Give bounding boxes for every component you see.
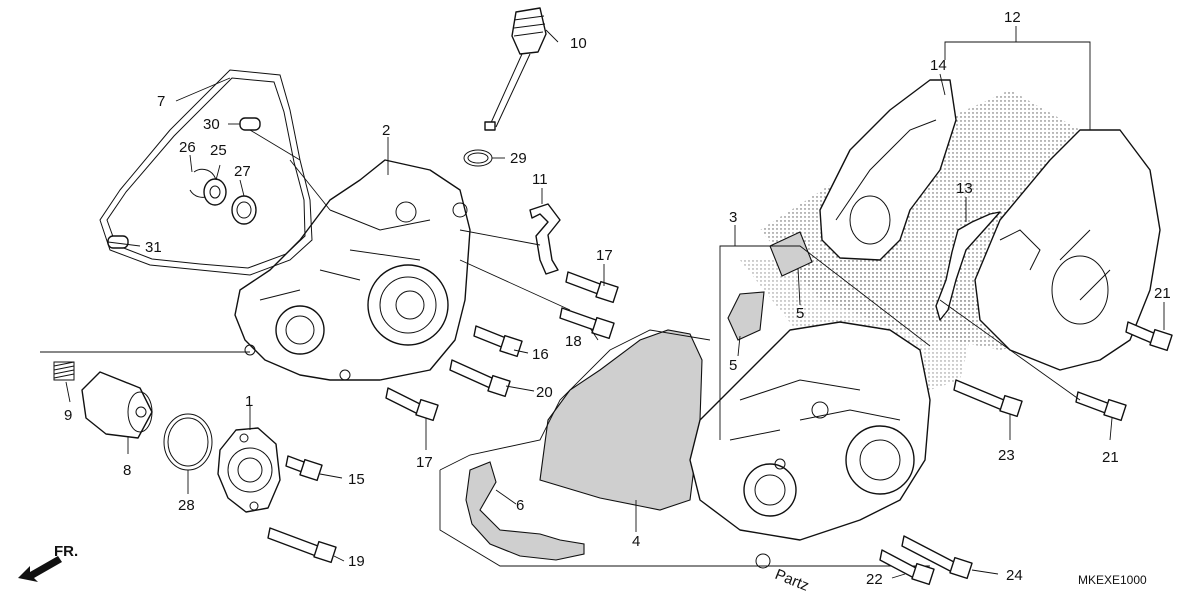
callout-22: 22 <box>866 571 883 588</box>
cover-12 <box>974 129 1161 371</box>
bolt-22 <box>879 549 935 586</box>
pad-5-upper <box>769 231 813 277</box>
callout-7: 7 <box>157 93 165 110</box>
left-crankcase-cover <box>234 159 471 381</box>
oil-filter-8 <box>81 371 153 439</box>
callout-1: 1 <box>245 393 253 410</box>
callout-17-upper: 17 <box>596 247 613 264</box>
gasket-dowel-30 <box>239 117 261 131</box>
callout-28: 28 <box>178 497 195 514</box>
callout-8: 8 <box>123 462 131 479</box>
watermark: Partz <box>755 553 812 595</box>
callout-21-upper: 21 <box>1154 285 1171 302</box>
bolt-16 <box>473 325 523 358</box>
oil-filter-spring-9 <box>53 361 75 381</box>
callout-13: 13 <box>956 180 973 197</box>
callout-10: 10 <box>570 35 587 52</box>
bolt-23 <box>953 379 1023 418</box>
leader-lines <box>40 26 1165 579</box>
callout-4: 4 <box>632 533 640 550</box>
callout-18: 18 <box>565 333 582 350</box>
front-direction-arrow: FR. <box>18 543 78 582</box>
bracket-13 <box>935 211 1001 321</box>
cover-14 <box>819 79 957 261</box>
callout-20: 20 <box>536 384 553 401</box>
callout-17-lower: 17 <box>416 454 433 471</box>
bolt-21-lower <box>1075 391 1127 422</box>
callout-19: 19 <box>348 553 365 570</box>
filter-o-ring-28 <box>163 413 213 471</box>
callout-24: 24 <box>1006 567 1023 584</box>
callout-2: 2 <box>382 122 390 139</box>
callout-5-upper: 5 <box>796 305 804 322</box>
callout-3: 3 <box>729 209 737 226</box>
callout-30: 30 <box>203 116 220 133</box>
callout-25: 25 <box>210 142 227 159</box>
diagram-code: MKEXE1000 <box>1078 573 1147 587</box>
callout-5-lower: 5 <box>729 357 737 374</box>
protector-6 <box>465 461 585 561</box>
callout-29: 29 <box>510 150 527 167</box>
right-crankcase-cover <box>689 321 931 541</box>
cover-gasket <box>99 69 313 276</box>
sound-insulator-4 <box>539 329 703 511</box>
part-3-boundary-box <box>439 329 930 567</box>
callout-23: 23 <box>998 447 1015 464</box>
oil-filter-cover-1 <box>217 427 281 513</box>
bolt-21-upper <box>1125 321 1173 352</box>
callout-27: 27 <box>234 163 251 180</box>
bolt-17-upper <box>565 271 619 304</box>
bolt-15 <box>285 455 323 482</box>
washer-25 <box>203 178 227 206</box>
callout-12: 12 <box>1004 9 1021 26</box>
pad-5-lower <box>727 291 765 341</box>
callout-21-lower: 21 <box>1102 449 1119 466</box>
callout-9: 9 <box>64 407 72 424</box>
callout-26: 26 <box>179 139 196 156</box>
oil-level-dipstick <box>484 7 547 131</box>
callout-6: 6 <box>516 497 524 514</box>
bolt-20 <box>449 359 511 398</box>
watermark-text: Partz <box>773 566 812 595</box>
bolt-19 <box>267 527 337 564</box>
bolt-24 <box>901 535 973 580</box>
o-ring-29 <box>463 149 493 167</box>
callout-11: 11 <box>532 171 548 188</box>
harness-bracket <box>529 203 561 275</box>
front-direction-label: FR. <box>54 543 78 560</box>
callout-numbers: 1 2 3 4 5 5 6 7 8 9 10 11 12 13 14 15 16… <box>64 9 1171 588</box>
bolt-17-lower <box>385 387 439 422</box>
bolt-18 <box>559 307 615 340</box>
callout-14: 14 <box>930 57 947 74</box>
callout-15: 15 <box>348 471 365 488</box>
callout-16: 16 <box>532 346 549 363</box>
callout-31: 31 <box>145 239 162 256</box>
bearing-27 <box>231 195 257 225</box>
